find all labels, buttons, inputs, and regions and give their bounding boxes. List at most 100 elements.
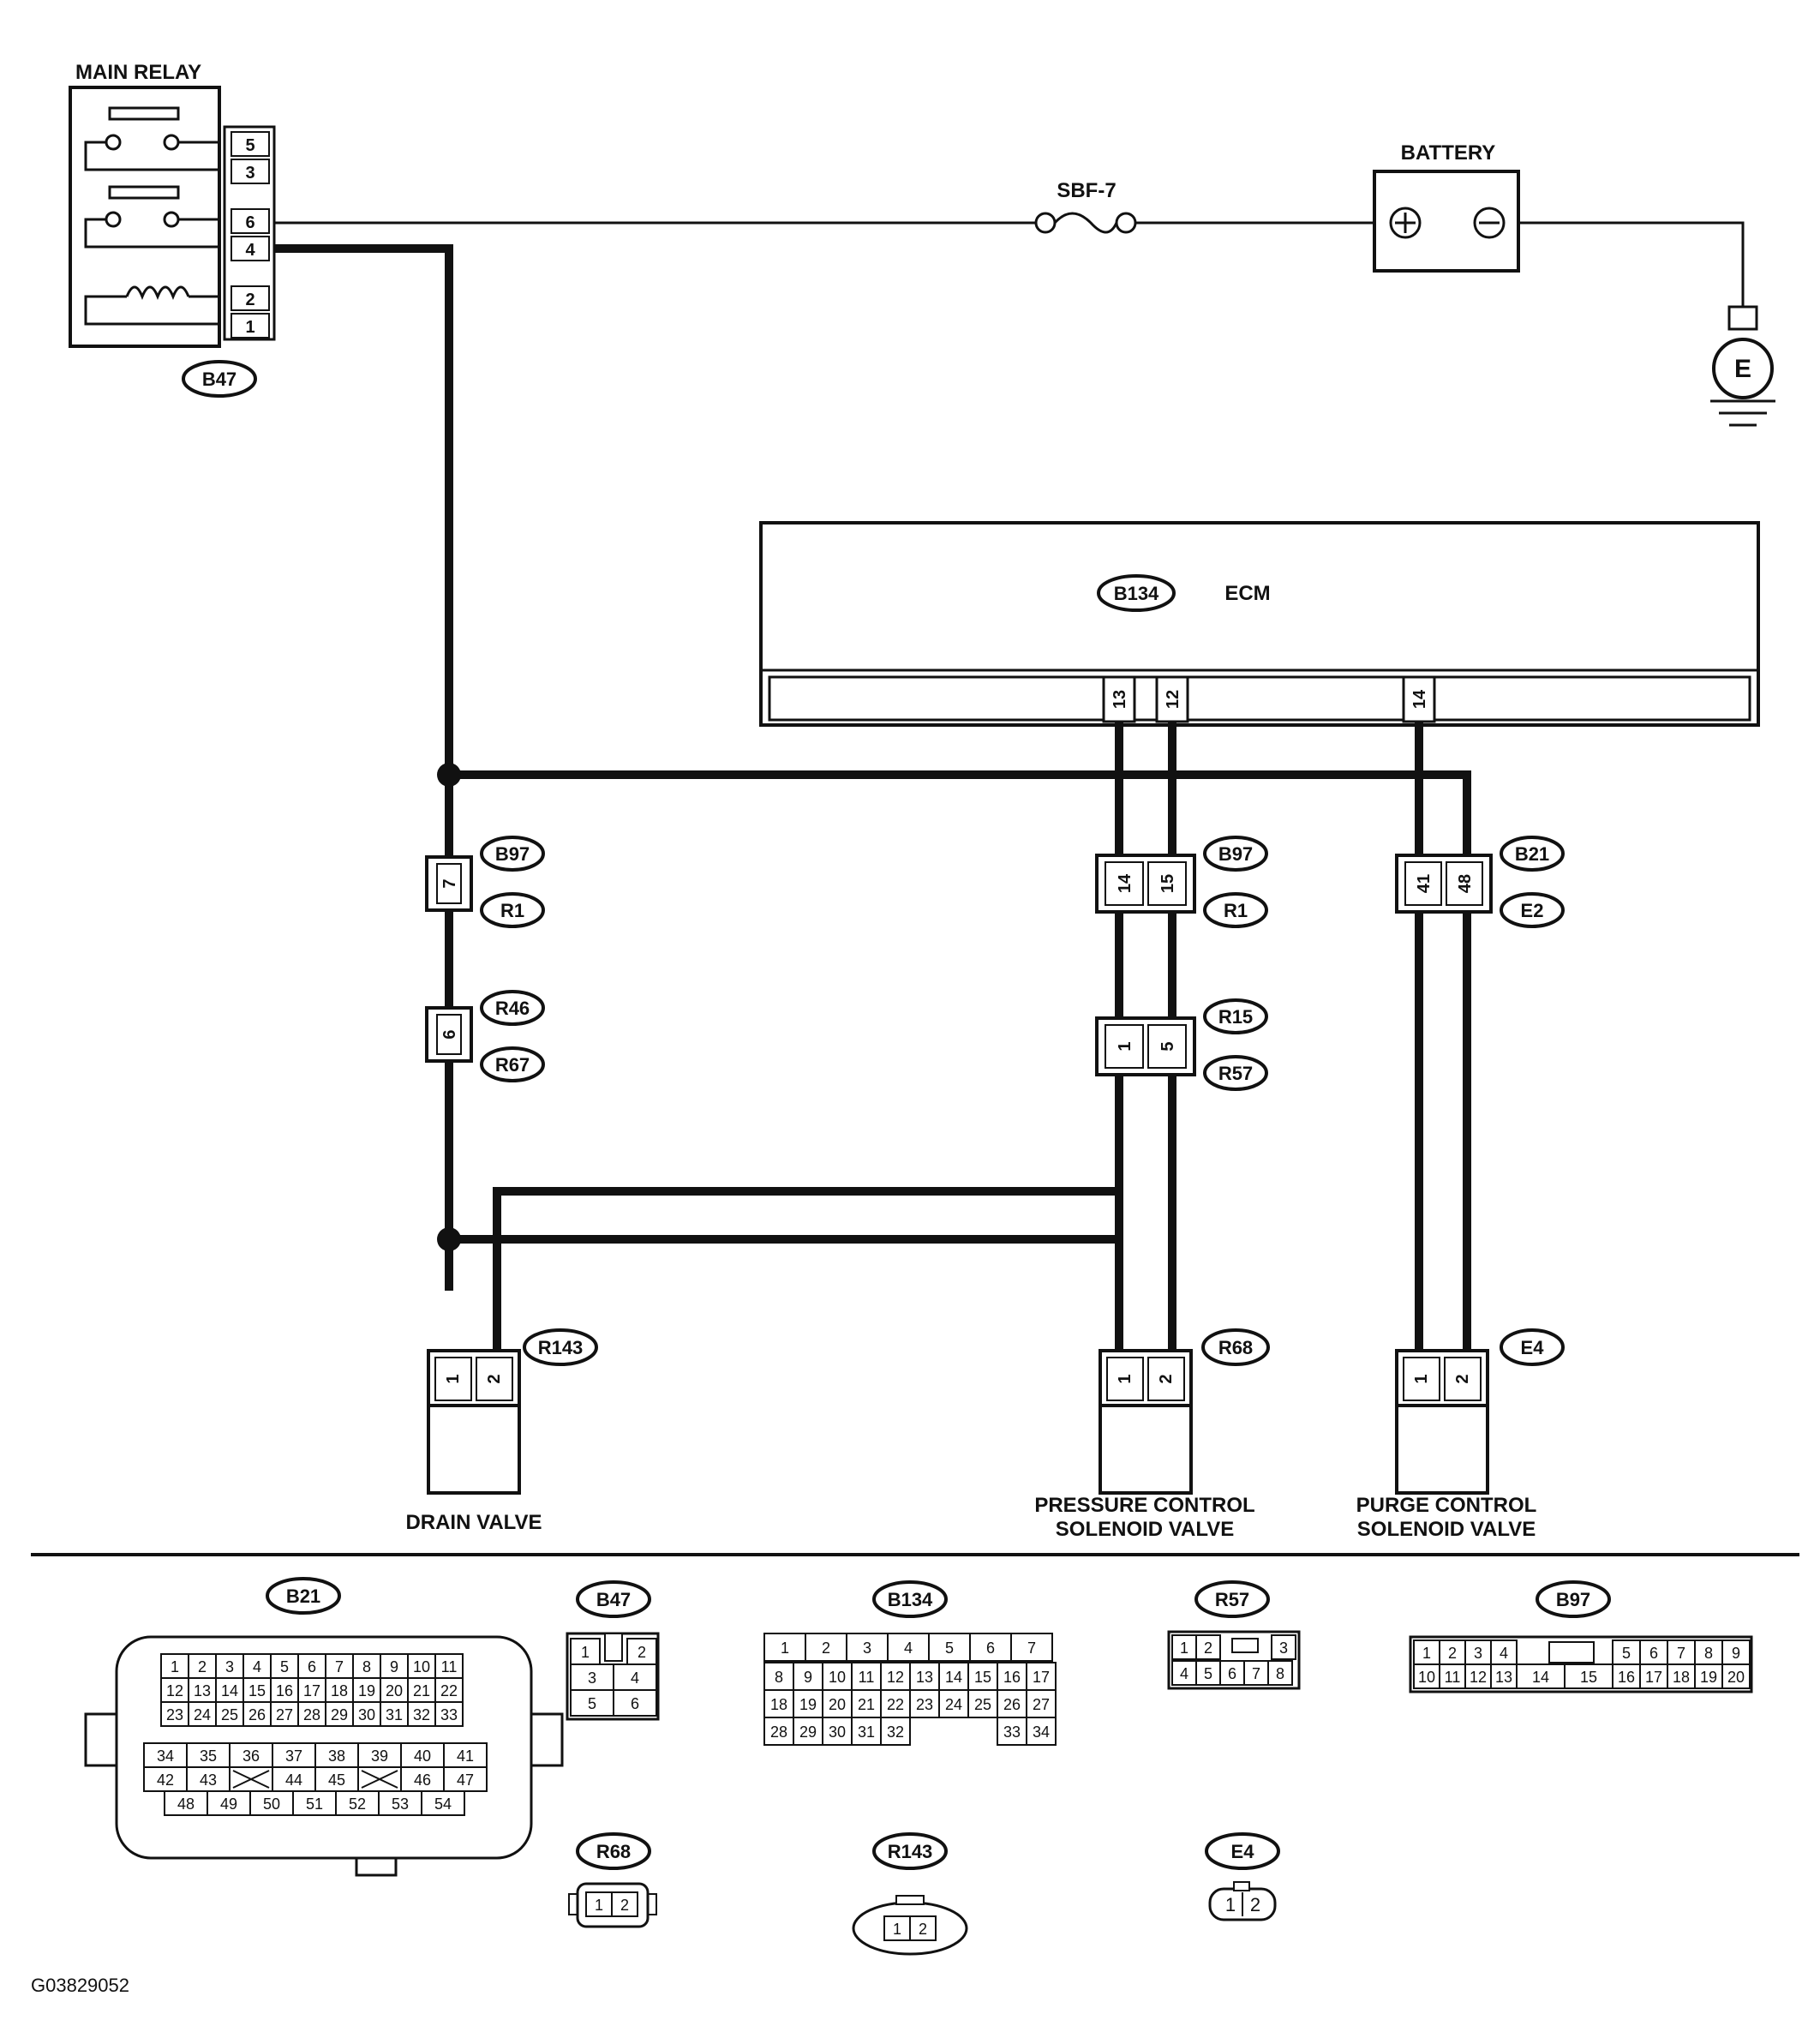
- r57-pin-label: 1: [1180, 1639, 1188, 1657]
- b21-pin-label: 33: [440, 1706, 458, 1723]
- r15-pin-5: 5: [1158, 1041, 1177, 1051]
- b21-pin-label: 12: [166, 1682, 183, 1699]
- tag-b21: B21: [1515, 843, 1549, 865]
- pressure-valve-label-1: PRESSURE CONTROL: [1034, 1494, 1254, 1517]
- b134-pin-label: 25: [974, 1696, 991, 1713]
- b21-cell: [380, 1701, 409, 1727]
- b134-pin-label: 28: [770, 1723, 787, 1741]
- r57-pin-label: 4: [1180, 1665, 1188, 1682]
- e4-tag-oval: [1205, 1832, 1280, 1870]
- b21-pin-label: 28: [303, 1706, 320, 1723]
- b97-cell: [1439, 1639, 1466, 1665]
- r68-pin-2: 2: [1157, 1374, 1176, 1383]
- b134-cell: [822, 1689, 853, 1718]
- tag-b134: B134: [1114, 583, 1159, 604]
- b21-right-tab: [530, 1712, 564, 1767]
- b134-cell: [967, 1662, 998, 1691]
- relay-pin-6: 6: [245, 213, 254, 232]
- b21-pin-label: 51: [306, 1795, 323, 1813]
- r57-cell: [1195, 1660, 1221, 1686]
- main-relay-label: MAIN RELAY: [75, 61, 201, 84]
- e4-pin-1: 1: [1412, 1374, 1431, 1383]
- b21-cell: [229, 1742, 273, 1768]
- b97-tag-oval: [1536, 1580, 1611, 1618]
- b134-cell: [1026, 1689, 1057, 1718]
- b134-pin-label: 18: [770, 1696, 787, 1713]
- b21-pin-label: 8: [362, 1658, 371, 1675]
- r68-left-latch: [568, 1893, 578, 1915]
- b21-pin-label: 44: [285, 1771, 302, 1789]
- b134-pin-label: 5: [945, 1639, 954, 1657]
- tag-r1-left: R1: [500, 900, 524, 921]
- r57-housing: [1167, 1630, 1301, 1690]
- b134-cell: [928, 1633, 971, 1662]
- b97-pin-label: 8: [1704, 1645, 1713, 1662]
- b21-cell: [434, 1653, 464, 1679]
- b134-cell: [1010, 1633, 1053, 1662]
- r143-pin-label: 1: [893, 1921, 901, 1938]
- b134-cell: [846, 1633, 889, 1662]
- b97-cell: [1721, 1663, 1751, 1689]
- purge-control-valve: 1 2 E4 PURGE CONTROL SOLENOID VALVE: [1356, 1328, 1565, 1541]
- b97-pin-label: 9: [1732, 1645, 1740, 1662]
- ecm-label: ECM: [1224, 582, 1270, 605]
- b134-cell: [969, 1633, 1012, 1662]
- b21-pin-label: 49: [220, 1795, 237, 1813]
- tag-e2: E2: [1521, 900, 1544, 921]
- b21-cell: [380, 1677, 409, 1703]
- b21-pin-label: 36: [242, 1747, 260, 1765]
- b21-tag-oval: [266, 1577, 341, 1615]
- relay-pin-2: 2: [245, 291, 254, 309]
- b97-pin-7: 7: [440, 878, 459, 888]
- b21-cell: [215, 1653, 244, 1679]
- b134-pin-label: 1: [781, 1639, 789, 1657]
- b21-pin-41: 41: [1415, 874, 1434, 893]
- power-circuit: SBF-7 BATTERY E: [274, 141, 1775, 427]
- relay-pin-5: 5: [245, 136, 254, 155]
- tag-r1-mid: R1: [1224, 900, 1248, 921]
- tag-r143: R143: [538, 1337, 584, 1358]
- b97-pin-label: 19: [1700, 1669, 1717, 1686]
- b134-pin-label: 9: [804, 1669, 812, 1686]
- fuse-label: SBF-7: [1057, 179, 1116, 202]
- b97-pin-15: 15: [1158, 874, 1177, 893]
- b21-pin-label: 40: [414, 1747, 431, 1765]
- e4-pin-2: 2: [1453, 1374, 1472, 1383]
- b97-pin-label: 13: [1495, 1669, 1512, 1686]
- b134-cell: [997, 1717, 1027, 1746]
- r68-cell: [611, 1891, 638, 1917]
- pressure-control-valve: 1 2 R68 PRESSURE CONTROL SOLENOID VALVE: [1034, 1328, 1270, 1541]
- b97-pin-label: 2: [1448, 1645, 1457, 1662]
- tag-r57: R57: [1218, 1063, 1253, 1084]
- b21-pin-label: 42: [157, 1771, 174, 1789]
- e4-pin-label: 2: [1250, 1894, 1260, 1915]
- b134-pin-label: 17: [1033, 1669, 1050, 1686]
- b21-pin-label: 1: [171, 1658, 179, 1675]
- r68-pin-label: 1: [595, 1897, 603, 1914]
- tag-r68: R68: [1218, 1337, 1253, 1358]
- b134-pin-label: 33: [1003, 1723, 1021, 1741]
- b47-pin-label: 6: [631, 1695, 639, 1712]
- ecm-pin-12: 12: [1164, 690, 1182, 709]
- purge-valve-label-1: PURGE CONTROL: [1356, 1494, 1537, 1517]
- b21-cell: [272, 1742, 316, 1768]
- e4-tag: E4: [1231, 1841, 1255, 1862]
- b21-pin-label: 46: [414, 1771, 431, 1789]
- r57-cell: [1171, 1634, 1197, 1660]
- r57-tag: R57: [1215, 1589, 1249, 1610]
- b21-pin-label: 29: [331, 1706, 348, 1723]
- b21-pin-label: 53: [392, 1795, 409, 1813]
- b21-pin-label: 11: [441, 1658, 458, 1675]
- tag-r15: R15: [1218, 1006, 1253, 1028]
- b21-pin-label: 5: [280, 1658, 289, 1675]
- b134-pin-label: 4: [904, 1639, 913, 1657]
- tag-e4: E4: [1521, 1337, 1545, 1358]
- b134-cell: [880, 1717, 911, 1746]
- b97-pin-label: 12: [1470, 1669, 1487, 1686]
- drain-valve-label: DRAIN VALVE: [405, 1511, 542, 1534]
- b134-pin-label: 10: [829, 1669, 846, 1686]
- b47-pin-label: 5: [588, 1695, 596, 1712]
- b21-pin-label: 9: [390, 1658, 398, 1675]
- r57-pin-label: 5: [1204, 1665, 1212, 1682]
